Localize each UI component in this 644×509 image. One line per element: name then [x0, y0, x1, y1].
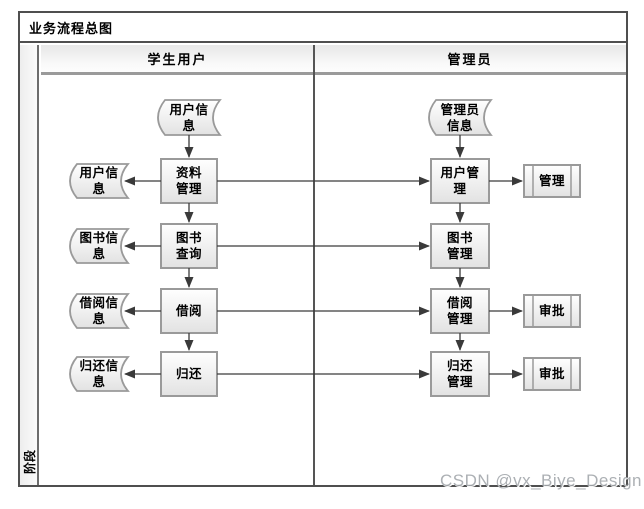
- lane-header-student-user: 学生用户: [147, 52, 208, 67]
- swimlane-header-row: 学生用户 管理员: [41, 45, 626, 75]
- process-box-user-mgmt: [430, 158, 490, 204]
- process-box-return-mgmt: [430, 351, 490, 397]
- phase-label: 阶段: [22, 450, 37, 475]
- process-box-return: [160, 351, 218, 397]
- csdn-watermark: CSDN @vx_Biye_Design: [439, 471, 642, 490]
- predefined-process-box-approve-borrow: [523, 294, 581, 328]
- process-box-profile-mgmt: [160, 158, 218, 204]
- process-box-book-query: [160, 223, 218, 269]
- stored-data-shape-return-info-left: [69, 356, 130, 392]
- lane-header-admin: 管理员: [447, 52, 493, 67]
- process-box-borrow: [160, 288, 218, 334]
- stored-data-shape-admin-info-top: [428, 99, 493, 136]
- stored-data-shape-user-info-top: [157, 99, 222, 136]
- process-box-borrow-mgmt: [430, 288, 490, 334]
- predefined-process-box-approve-return: [523, 357, 581, 391]
- phase-strip: [20, 45, 39, 485]
- stored-data-shape-book-info-left: [69, 228, 130, 264]
- stored-data-shape-user-info-left: [69, 163, 130, 199]
- stored-data-shape-borrow-info-left: [69, 293, 130, 329]
- connector-arrows: [124, 135, 523, 379]
- predefined-process-box-manage: [523, 164, 581, 198]
- diagram-title-bar: 业务流程总图: [20, 13, 626, 43]
- page-title: 业务流程总图: [29, 20, 114, 36]
- process-box-book-mgmt: [430, 223, 490, 269]
